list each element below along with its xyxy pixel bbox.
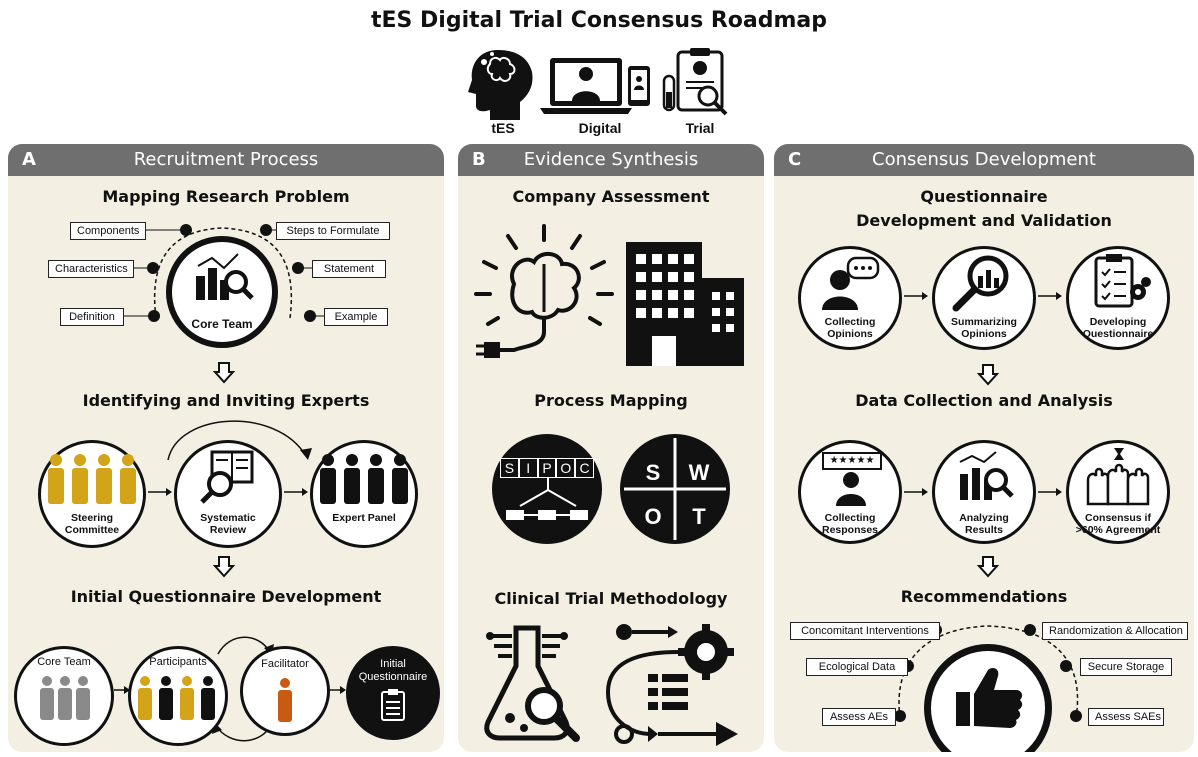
experts-flow — [148, 420, 312, 496]
initial-questionnaire-title: Initial Questionnaire Development — [70, 587, 382, 606]
summarizing-opinions-label: Summarizing Opinions — [951, 316, 1017, 340]
person-icon — [836, 472, 866, 506]
panel-recruitment-process: A Recruitment Process Mapping Research P… — [8, 144, 444, 752]
chart-magnifier-icon — [196, 253, 254, 300]
laptop-doctor-icon — [540, 58, 650, 114]
tag-steps-to-formulate: Steps to Formulate — [276, 222, 390, 240]
participants-label: Participants — [149, 656, 207, 668]
flask-magnifier-icon — [484, 625, 580, 742]
sipoc-flow-icon — [506, 478, 588, 520]
head-brain-icon — [468, 50, 533, 120]
book-magnifier-icon — [200, 450, 254, 504]
sipoc-o: O — [556, 458, 576, 478]
down-arrow-3 — [976, 364, 1000, 386]
sipoc-letters: S I P O C — [500, 458, 594, 478]
sipoc-i: I — [518, 458, 538, 478]
tag-assess-saes: Assess SAEs — [1088, 708, 1164, 726]
people-grey-icon — [40, 676, 90, 720]
raised-hands-icon — [1086, 448, 1150, 506]
company-assessment-title: Company Assessment — [512, 187, 710, 206]
core-team-label: Core Team — [191, 317, 253, 331]
people-black-icon — [320, 454, 408, 504]
brain-plug-icon — [474, 224, 614, 358]
panel-b-title: Evidence Synthesis — [523, 149, 699, 170]
tag-concomitant-interventions: Concomitant Interventions — [790, 622, 940, 640]
panel-a-title: Recruitment Process — [133, 149, 319, 170]
panel-c-header: C Consensus Development — [774, 144, 1194, 176]
panel-c-title: Consensus Development — [872, 149, 1096, 170]
expert-panel-label: Expert Panel — [332, 512, 396, 524]
panel-a-header: A Recruitment Process — [8, 144, 444, 176]
rating-stars: ★★★★★ — [822, 452, 882, 470]
clipboard-gear-icon — [1094, 254, 1151, 308]
tag-definition: Definition — [60, 308, 124, 326]
questionnaire-title-line2: Development and Validation — [856, 211, 1112, 230]
swot-t: T — [692, 504, 706, 529]
initial-questionnaire-label: Initial Questionnaire — [358, 658, 428, 683]
down-arrow-4 — [976, 556, 1000, 578]
swot-grid — [624, 438, 726, 540]
down-arrow-2 — [212, 556, 236, 578]
down-arrow-1 — [212, 362, 236, 384]
tag-ecological-data: Ecological Data — [806, 658, 908, 676]
questionnaire-title-line1: Questionnaire — [920, 187, 1048, 206]
facilitator-label: Facilitator — [261, 658, 309, 670]
questionnaire-flow — [904, 292, 1062, 496]
panel-c-letter: C — [788, 149, 802, 170]
swot-w: W — [688, 460, 710, 485]
tag-secure-storage: Secure Storage — [1080, 658, 1172, 676]
swot-o: O — [644, 504, 662, 529]
data-collection-title: Data Collection and Analysis — [855, 391, 1113, 410]
workflow-gear-icon — [605, 624, 738, 746]
sipoc-p: P — [537, 458, 557, 478]
developing-questionnaire-label: Developing Questionnaire — [1082, 316, 1154, 340]
consensus-label: Consensus if >60% Agreement — [1075, 512, 1161, 536]
people-gold-icon — [48, 454, 136, 504]
person-speech-icon — [822, 256, 880, 310]
header-label-digital: Digital — [578, 120, 622, 136]
sipoc-s: S — [500, 458, 519, 478]
thumbs-up-circle — [924, 644, 1052, 752]
process-mapping-title: Process Mapping — [534, 391, 688, 410]
recommendations-title: Recommendations — [900, 587, 1068, 606]
panel-evidence-synthesis: B Evidence Synthesis Company Assessment — [458, 144, 764, 752]
page-title: tES Digital Trial Consensus Roadmap — [370, 8, 827, 33]
analyzing-results-label: Analyzing Results — [959, 512, 1009, 536]
systematic-review-label: Systematic Review — [200, 512, 256, 536]
steering-committee-label: Steering Committee — [64, 512, 120, 536]
clipboard-icon — [381, 689, 405, 721]
header-label-trial: Trial — [685, 120, 715, 136]
core-team-node-label: Core Team — [37, 656, 91, 668]
collecting-responses-label: Collecting Responses — [821, 512, 879, 536]
person-orange-icon — [278, 678, 292, 722]
tag-example: Example — [324, 308, 388, 326]
swot-s: S — [645, 460, 661, 485]
core-team-node-circle — [14, 646, 114, 746]
people-mixed-icon — [138, 676, 215, 720]
tag-randomization-allocation: Randomization & Allocation — [1042, 622, 1188, 640]
panel-b-letter: B — [472, 149, 486, 170]
collecting-responses-circle — [798, 440, 902, 544]
clipboard-test-tube-icon — [662, 48, 728, 116]
clinical-trial-methodology-title: Clinical Trial Methodology — [494, 589, 728, 608]
tag-assess-aes: Assess AEs — [822, 708, 896, 726]
mapping-arc — [124, 224, 324, 322]
magnifier-chart-icon — [952, 255, 1009, 312]
panel-b-header: B Evidence Synthesis — [458, 144, 764, 176]
thumbs-up-icon — [956, 668, 1023, 728]
panel-consensus-development: C Consensus Development Questionnaire De… — [774, 144, 1194, 752]
panel-a-letter: A — [22, 149, 36, 170]
mapping-research-problem-title: Mapping Research Problem — [102, 187, 350, 206]
chart-analyze-icon — [959, 451, 1014, 500]
header-label-tes: tES — [491, 120, 515, 136]
identifying-experts-title: Identifying and Inviting Experts — [82, 391, 370, 410]
tag-statement: Statement — [312, 260, 386, 278]
tag-characteristics: Characteristics — [48, 260, 134, 278]
sipoc-c: C — [575, 458, 594, 478]
building-icon — [626, 242, 744, 366]
tag-components: Components — [70, 222, 146, 240]
collecting-opinions-label: Collecting Opinions — [824, 316, 876, 340]
